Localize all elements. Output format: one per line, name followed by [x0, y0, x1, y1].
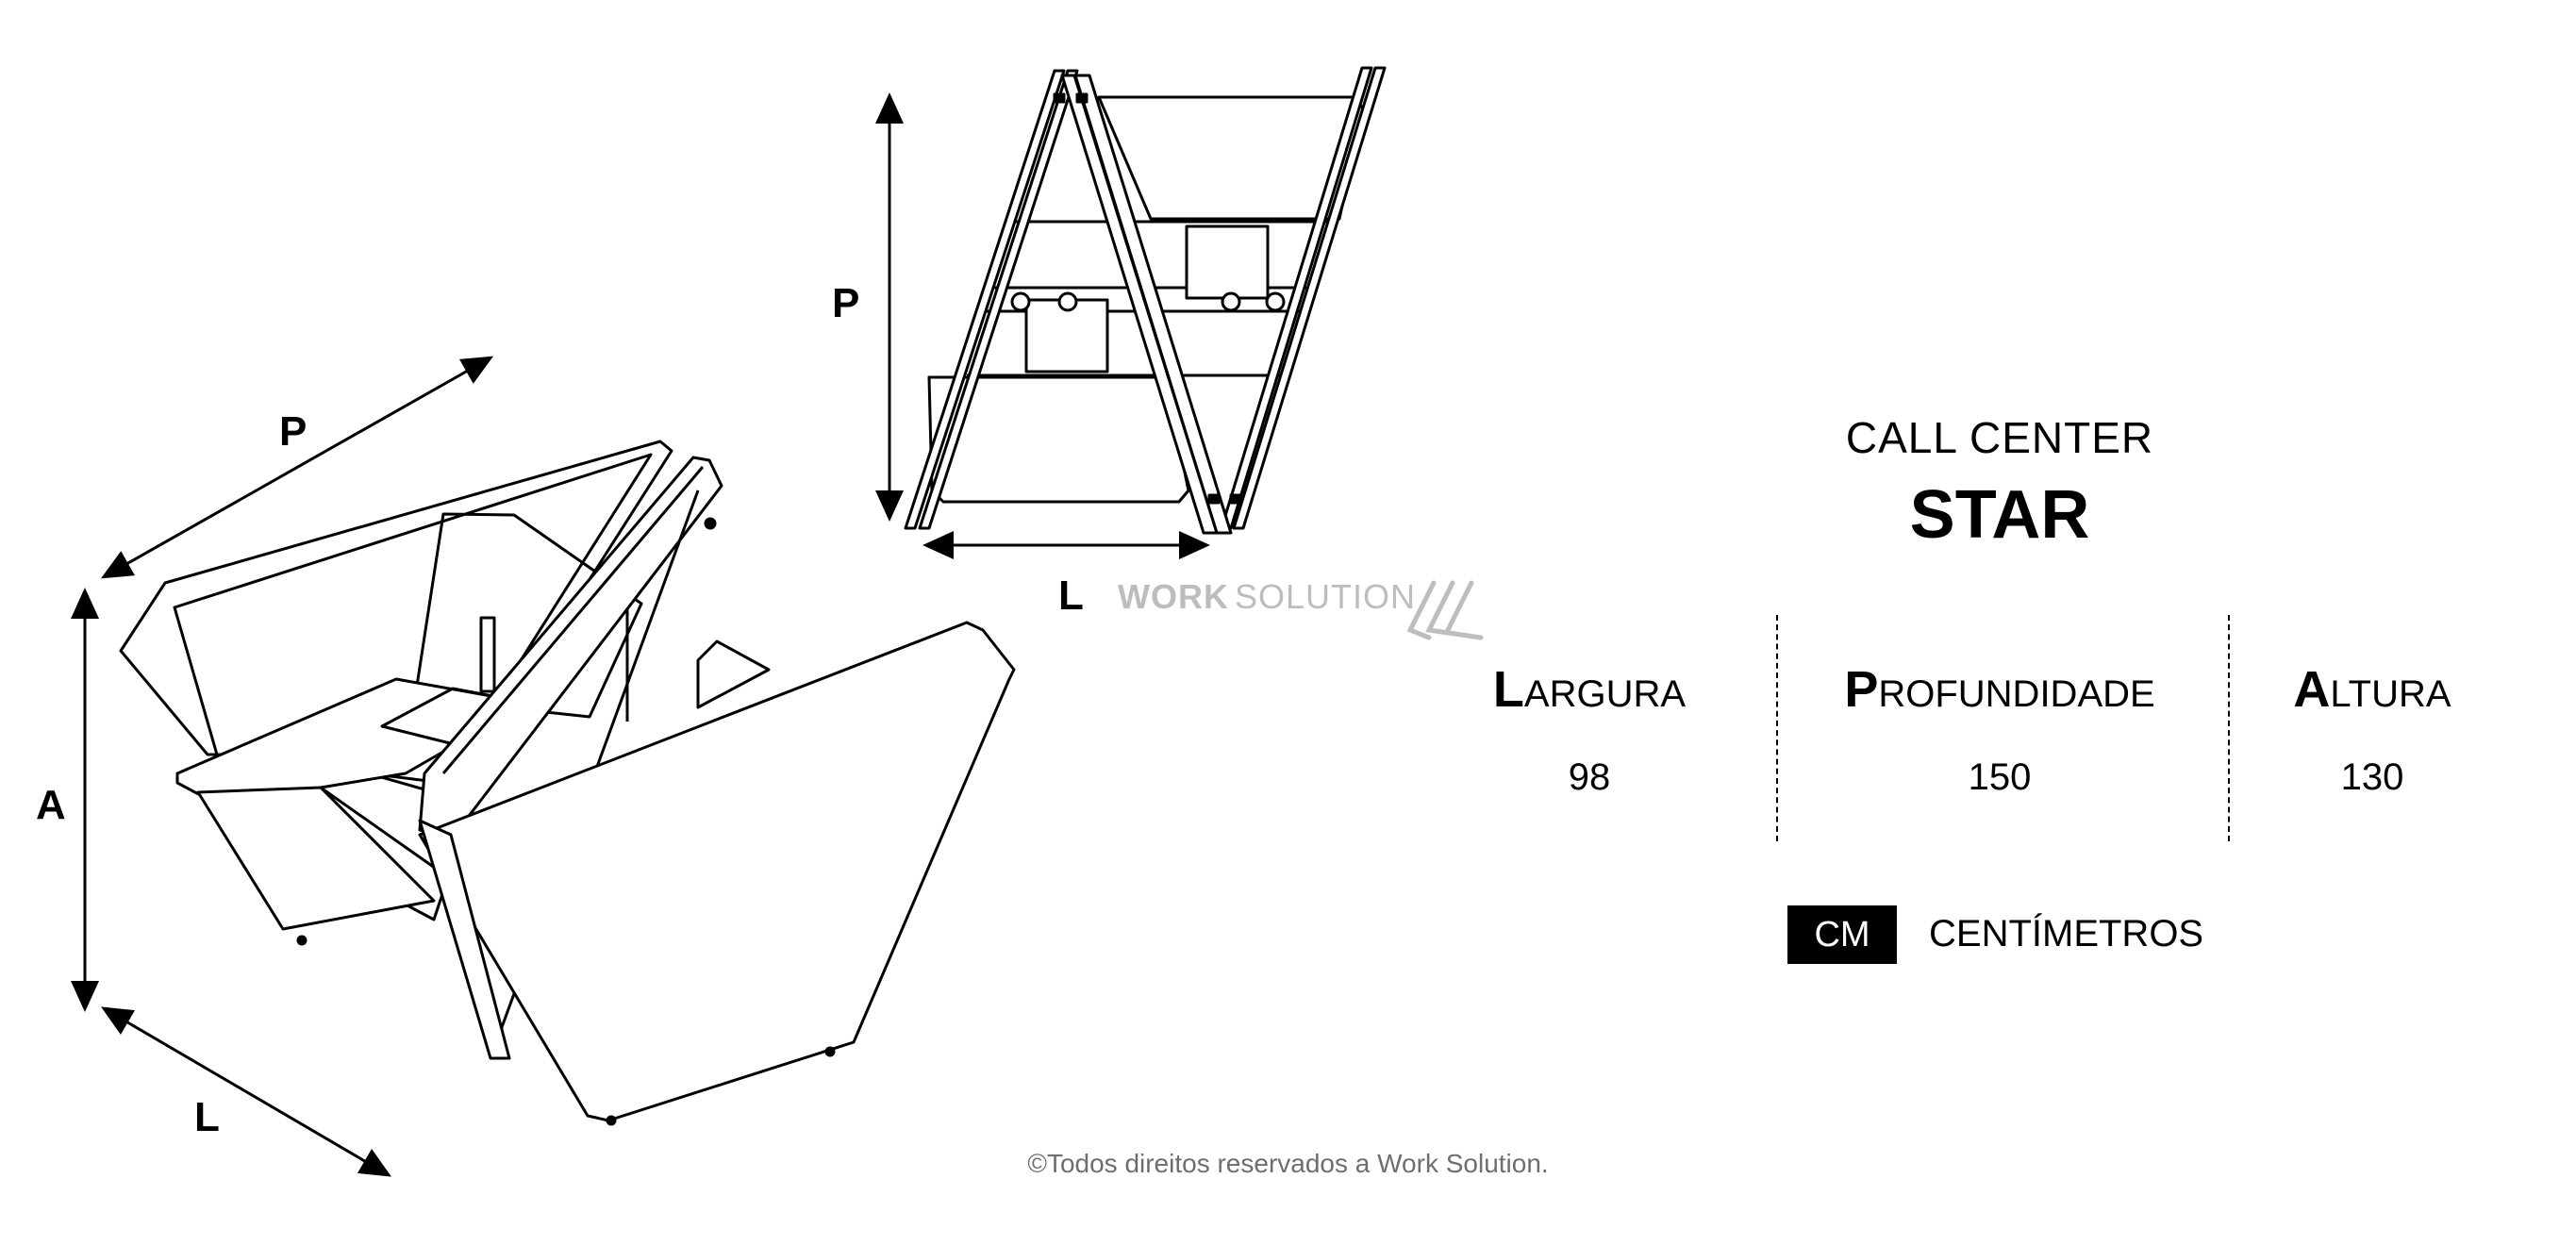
iso-width-label: L: [194, 1094, 220, 1140]
dimension-divider: [2228, 615, 2230, 841]
dimension-depth-label: Profundidade: [1844, 661, 2155, 718]
unit-text: CENTÍMETROS: [1929, 913, 2204, 954]
top-depth-label: P: [832, 280, 860, 326]
top-dimension-arrows: [875, 92, 1210, 559]
logo-word-solution: SOLUTION: [1234, 577, 1417, 616]
dimension-width: Largura 98: [1471, 660, 1707, 799]
isometric-workstation: [119, 440, 1016, 1126]
copyright-notice: ©Todos direitos reservados a Work Soluti…: [1027, 1149, 1549, 1178]
top-width-label: L: [1058, 573, 1084, 619]
product-name: STAR: [1909, 477, 2090, 553]
dimension-width-label: Largura: [1492, 661, 1687, 718]
iso-dimension-arrows: [71, 356, 494, 1177]
dimension-depth-value: 150: [1968, 756, 2032, 798]
work-solution-logo: WORK SOLUTION: [1118, 577, 1416, 617]
iso-height-label: A: [36, 782, 66, 828]
iso-depth-label: P: [279, 408, 307, 455]
dimension-depth: Profundidade 150: [1830, 660, 2169, 799]
dimension-height-value: 130: [2340, 756, 2404, 798]
dimension-width-value: 98: [1568, 756, 1611, 798]
logo-mark: [1406, 580, 1484, 640]
product-category: CALL CENTER: [1845, 413, 2154, 462]
unit-badge: CM: [1787, 905, 1897, 964]
logo-word-work: WORK: [1118, 577, 1229, 616]
top-view-workstation: [904, 66, 1387, 535]
dimension-height: Altura 130: [2269, 660, 2476, 799]
dimension-height-label: Altura: [2293, 661, 2451, 718]
dimension-divider: [1776, 615, 1778, 841]
